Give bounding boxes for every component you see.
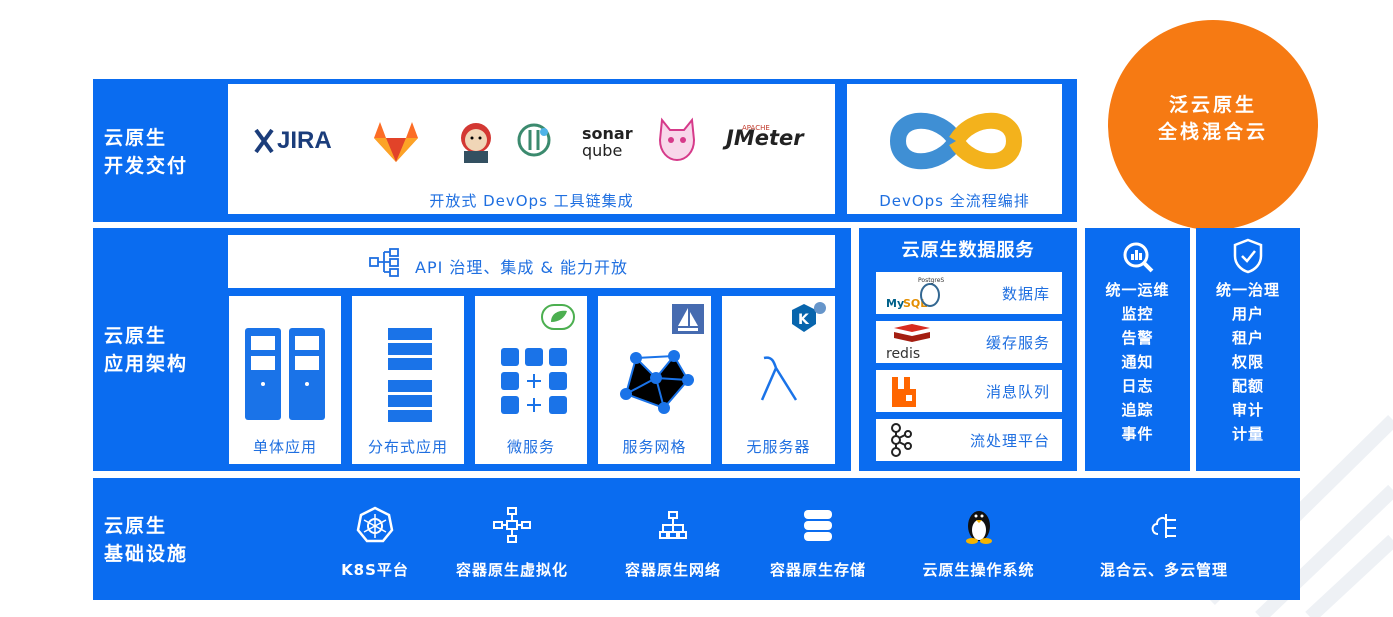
knative-icon: K: [792, 302, 826, 332]
devops-infinity-icon: [890, 112, 1022, 170]
data-item-cache: redis 缓存服务: [876, 321, 1062, 363]
app-card-microservice: 微服务: [475, 296, 587, 464]
app-card-distributed: 分布式应用: [352, 296, 464, 464]
spring-leaf-icon: [541, 304, 575, 330]
app-card-service-mesh: 服务网格: [598, 296, 711, 464]
unified-ops-list: 统一运维 监控 告警 通知 日志 追踪 事件: [1085, 278, 1190, 446]
monitor-search-icon: [1123, 242, 1154, 273]
hybrid-cloud-bubble: 泛云原生 全栈混合云: [1108, 20, 1318, 230]
gitlab-icon: [374, 122, 418, 162]
unified-ops-title: 统一运维: [1105, 281, 1170, 299]
microservice-grid-icon: [501, 348, 567, 414]
row-infra: [93, 478, 1300, 600]
bubble-line-2: 全栈混合云: [1157, 121, 1268, 143]
jira-icon: [254, 128, 274, 154]
api-flow-icon: [369, 248, 399, 277]
unified-gov-title: 统一治理: [1215, 281, 1280, 299]
sonarqube-logo: sonar qube: [582, 124, 633, 160]
data-label-cache: 缓存服务: [985, 334, 1050, 352]
storage-icon: [804, 510, 832, 541]
api-label: API 治理、集成 & 能力开放: [415, 258, 629, 277]
data-label-message-queue: 消息队列: [985, 383, 1050, 401]
kubernetes-icon: [356, 506, 394, 543]
redis-icon: redis: [886, 324, 930, 360]
infra-item-network: 容器原生网络: [612, 505, 734, 580]
app-card-monolith: 单体应用: [229, 296, 341, 464]
app-label-microservice: 微服务: [506, 438, 555, 456]
jenkins-icon: [461, 123, 491, 163]
unified-gov-panel: [1196, 228, 1300, 471]
infra-item-k8s: K8S平台: [325, 505, 425, 580]
row-dev-delivery-title: 云原生 开发交付: [104, 127, 189, 177]
kafka-icon: [891, 423, 912, 457]
shield-icon: [1233, 238, 1263, 274]
cloud-management-icon: [1151, 514, 1176, 538]
app-label-distributed: 分布式应用: [367, 438, 448, 456]
istio-icon: [672, 304, 704, 334]
svg-text:redis: redis: [886, 346, 920, 360]
virtualization-icon: [493, 507, 531, 543]
infra-item-multicloud: 混合云、多云管理: [1084, 505, 1244, 580]
api-bar: [228, 235, 835, 288]
svg-text:My: My: [886, 297, 904, 310]
kitten-icon: [658, 117, 696, 162]
monolith-server-icon: [245, 328, 325, 420]
data-item-stream: 流处理平台: [876, 419, 1062, 461]
network-icon: [659, 511, 687, 539]
data-item-message-queue: 消息队列: [876, 370, 1062, 412]
svg-text:PostgreSQL: PostgreSQL: [918, 277, 944, 284]
unified-gov-list: 统一治理 用户 租户 权限 配额 审计 计量: [1196, 278, 1300, 446]
app-card-serverless: K 无服务器: [722, 296, 835, 464]
mysql-postgres-icon: My SQL PostgreSQL: [886, 277, 944, 310]
app-label-monolith: 单体应用: [252, 438, 317, 456]
row-infra-title: 云原生 基础设施: [104, 515, 189, 565]
jmeter-logo: JMeter: [726, 126, 804, 150]
app-label-serverless: 无服务器: [746, 438, 811, 456]
app-label-service-mesh: 服务网格: [622, 438, 687, 456]
lambda-icon: [760, 356, 798, 401]
infra-item-storage: 容器原生存储: [757, 505, 879, 580]
svg-text:K: K: [798, 312, 810, 328]
data-services-title: 云原生数据服务: [901, 240, 1035, 261]
jira-logo: JIRA: [253, 124, 332, 158]
infra-item-virtualization: 容器原生虚拟化: [442, 505, 582, 580]
toolchain-caption: 开放式 DevOps 工具链集成: [429, 192, 634, 210]
bubble-line-1: 泛云原生: [1168, 94, 1257, 116]
data-label-stream: 流处理平台: [969, 432, 1050, 450]
unified-ops-panel: [1085, 228, 1190, 471]
data-label-database: 数据库: [1001, 285, 1050, 303]
argo-icon: [517, 123, 551, 157]
rabbitmq-icon: [892, 377, 916, 407]
orchestration-caption: DevOps 全流程编排: [879, 192, 1030, 210]
infra-item-os: 云原生操作系统: [906, 505, 1051, 580]
mesh-network-icon: [620, 350, 694, 414]
row-app-arch-title: 云原生 应用架构: [104, 325, 189, 375]
data-item-database: My SQL PostgreSQL 数据库: [876, 272, 1062, 314]
distributed-server-icon: [388, 328, 432, 422]
jmeter-apache-label: APACHE: [742, 124, 770, 132]
linux-penguin-icon: [965, 511, 992, 544]
